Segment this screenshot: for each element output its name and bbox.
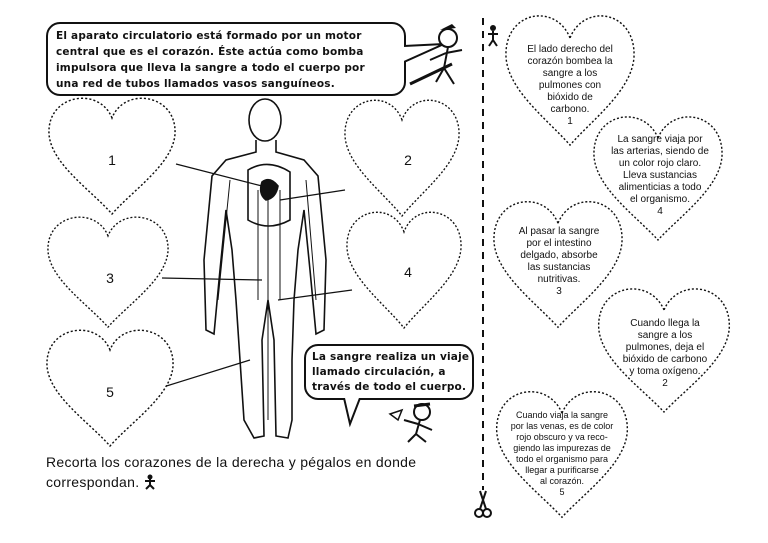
cut-heart-3-line-4: las sustancias xyxy=(504,262,614,274)
empty-heart-number-4: 4 xyxy=(398,264,418,280)
cut-heart-4-line-6: el organismo. xyxy=(600,194,720,206)
cut-heart-5-line-2: por las venas, es de color xyxy=(500,421,624,432)
cut-heart-1-line-1: El lado derecho del xyxy=(515,44,625,56)
cut-heart-5-line-5: todo el organismo para xyxy=(500,454,624,465)
empty-heart-number-2: 2 xyxy=(398,152,418,168)
cut-heart-1-line-3: sangre a los xyxy=(515,68,625,80)
running-character-icon xyxy=(386,400,446,450)
cut-heart-5-line-4: giendo las impurezas de xyxy=(500,443,624,454)
cut-heart-5-line-1: Cuando viaja la sangre xyxy=(500,410,624,421)
cut-heart-4-line-4: Lleva sustancias xyxy=(600,170,720,182)
cut-heart-3-line-3: delgado, absorbe xyxy=(504,250,614,262)
cut-heart-1-line-6: carbono. xyxy=(515,104,625,116)
cut-heart-1-line-2: corazón bombea la xyxy=(515,56,625,68)
empty-heart-number-3: 3 xyxy=(100,270,120,286)
cut-heart-text-4: La sangre viaja por las arterias, siendo… xyxy=(600,134,720,218)
circulation-bubble-tail xyxy=(340,398,380,428)
cut-heart-4-line-5: alimenticias a todo xyxy=(600,182,720,194)
cut-heart-5-number: 5 xyxy=(500,487,624,498)
circulation-line-1: La sangre realiza un viaje xyxy=(312,350,466,365)
empty-heart-number-5: 5 xyxy=(100,384,120,400)
cut-heart-3-line-1: Al pasar la sangre xyxy=(504,226,614,238)
cut-heart-5-line-7: al corazón. xyxy=(500,476,624,487)
cut-heart-4-line-3: un color rojo claro. xyxy=(600,158,720,170)
empty-heart-number-1: 1 xyxy=(102,152,122,168)
circulation-line-3: través de todo el cuerpo. xyxy=(312,380,466,395)
instructions-line-2: correspondan. xyxy=(46,472,139,492)
cut-heart-text-5: Cuando viaja la sangre por las venas, es… xyxy=(500,410,624,498)
cut-heart-5-line-6: llegar a purificarse xyxy=(500,465,624,476)
circulation-speech-bubble: La sangre realiza un viaje llamado circu… xyxy=(304,344,474,400)
cut-heart-2-line-2: sangre a los xyxy=(608,330,722,342)
cut-heart-text-1: El lado derecho del corazón bombea la sa… xyxy=(515,44,625,128)
cut-heart-text-3: Al pasar la sangre por el intestino delg… xyxy=(504,226,614,298)
instructions: Recorta los corazones de la derecha y pé… xyxy=(46,452,416,492)
instructions-line-1: Recorta los corazones de la derecha y pé… xyxy=(46,452,416,472)
cut-heart-2-line-5: y toma oxígeno. xyxy=(608,366,722,378)
cut-heart-4-number: 4 xyxy=(600,206,720,218)
cut-heart-5-line-3: rojo obscuro y va reco- xyxy=(500,432,624,443)
cut-heart-2-number: 2 xyxy=(608,378,722,390)
cut-heart-2-line-4: bióxido de carbono xyxy=(608,354,722,366)
cut-heart-3-line-5: nutritivas. xyxy=(504,274,614,286)
cut-heart-2-line-3: pulmones, deja el xyxy=(608,342,722,354)
cut-heart-1-line-4: pulmones con xyxy=(515,80,625,92)
cut-heart-4-line-1: La sangre viaja por xyxy=(600,134,720,146)
circulation-line-2: llamado circulación, a xyxy=(312,365,466,380)
cut-heart-1-number: 1 xyxy=(515,116,625,128)
small-figure-icon xyxy=(143,474,157,490)
cut-heart-3-number: 3 xyxy=(504,286,614,298)
cut-heart-text-2: Cuando llega la sangre a los pulmones, d… xyxy=(608,318,722,390)
cut-heart-4-line-2: las arterias, siendo de xyxy=(600,146,720,158)
cut-heart-2-line-1: Cuando llega la xyxy=(608,318,722,330)
cut-heart-1-line-5: bióxido de xyxy=(515,92,625,104)
cut-heart-3-line-2: por el intestino xyxy=(504,238,614,250)
